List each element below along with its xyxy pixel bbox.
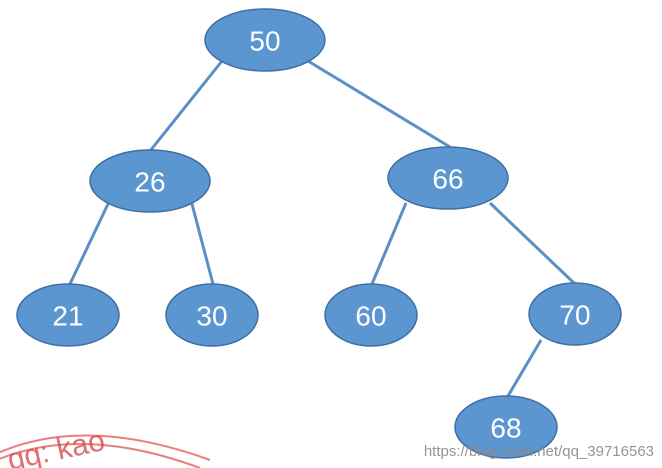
node-ellipse — [16, 283, 120, 347]
tree-node-60: 60 — [324, 283, 418, 347]
node-ellipse — [204, 8, 326, 72]
watermark-url: https://blog.csdn.net/qq_39716563 — [423, 443, 654, 460]
node-ellipse — [165, 283, 259, 347]
node-ellipse — [387, 146, 509, 210]
stamp-seal: qq: kao — [0, 424, 211, 468]
node-label: 30 — [196, 301, 227, 332]
tree-nodes: 50 26 66 21 30 60 70 68 — [16, 8, 622, 459]
tree-node-68: 68 — [454, 395, 558, 459]
edge-50-26 — [148, 60, 224, 152]
node-label: 50 — [249, 26, 280, 57]
tree-node-66: 66 — [387, 146, 509, 210]
node-ellipse — [454, 395, 558, 459]
node-label: 26 — [134, 167, 165, 198]
tree-node-50: 50 — [204, 8, 326, 72]
node-ellipse — [324, 283, 418, 347]
edge-70-68 — [506, 339, 543, 397]
node-label: 21 — [52, 301, 83, 332]
edge-66-60 — [370, 202, 408, 285]
stamp-text: qq: kao — [5, 424, 108, 468]
edge-66-70 — [488, 201, 577, 286]
node-label: 68 — [490, 413, 521, 444]
tree-edges — [68, 59, 577, 397]
node-label: 70 — [559, 300, 590, 331]
edge-50-66 — [307, 59, 451, 149]
edge-26-21 — [68, 203, 110, 285]
tree-node-30: 30 — [165, 283, 259, 347]
tree-node-21: 21 — [16, 283, 120, 347]
tree-node-26: 26 — [89, 149, 211, 213]
tree-node-70: 70 — [528, 282, 622, 346]
node-ellipse — [89, 149, 211, 213]
node-ellipse — [528, 282, 622, 346]
node-label: 66 — [432, 164, 463, 195]
edge-26-30 — [190, 203, 215, 285]
node-label: 60 — [355, 301, 386, 332]
